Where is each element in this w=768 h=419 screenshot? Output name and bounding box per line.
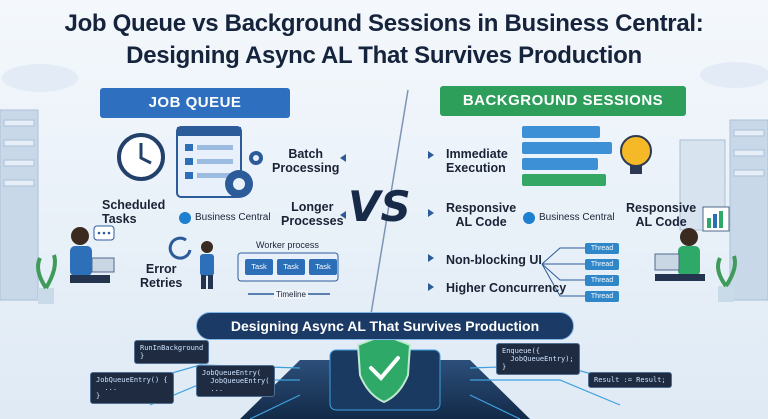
task-box-2: Task (277, 259, 305, 275)
pointer-concurrency (428, 283, 434, 291)
batch-list-icon (176, 126, 242, 198)
bottom-banner: Designing Async AL That Survives Product… (196, 312, 574, 340)
pointer-nonblocking (428, 254, 434, 262)
speech-bubble-icon (93, 225, 115, 241)
feature-immediate-execution: Immediate Execution (446, 147, 508, 175)
shield-check-icon (356, 333, 412, 404)
center-divider (369, 89, 409, 321)
cloud-left (2, 64, 78, 92)
person-with-laptop-right (654, 228, 705, 281)
feature-scheduled-tasks: Scheduled Tasks (102, 198, 166, 226)
business-central-logo-left (179, 212, 191, 224)
task-box-1: Task (245, 259, 273, 275)
code-snippet-1: RunInBackground } (134, 340, 210, 364)
worker-figure (200, 241, 214, 289)
pointer-responsive (428, 209, 434, 217)
background-sessions-banner: BACKGROUND SESSIONS (440, 86, 686, 116)
feature-higher-concurrency: Higher Concurrency (446, 281, 567, 295)
lightbulb-icon (620, 135, 652, 174)
page-title-line2: Designing Async AL That Survives Product… (126, 42, 642, 69)
thread-box-2: Thread (585, 259, 619, 270)
task-box-3: Task (309, 259, 337, 275)
thread-box-3: Thread (585, 275, 619, 286)
job-queue-banner: JOB QUEUE (100, 88, 290, 118)
code-snippet-5: Result := Result; (588, 372, 672, 388)
person-with-laptop-left (70, 227, 115, 283)
clock-icon (117, 133, 165, 181)
arrows-icon (522, 126, 612, 186)
retry-icon (168, 236, 192, 260)
feature-error-retries: Error Retries (140, 262, 183, 290)
thread-box-4: Thread (585, 291, 619, 302)
feature-responsive-al-left: Responsive AL Code (446, 201, 517, 229)
bc-label-right: Business Central (539, 212, 615, 223)
pointer-longer (340, 211, 346, 219)
page-title-line1: Job Queue vs Background Sessions in Busi… (64, 10, 704, 37)
bc-label-left: Business Central (195, 212, 271, 223)
worker-process-label: Worker process (256, 240, 319, 250)
gear-icon (225, 151, 263, 198)
code-snippet-4: Enqueue({ JobQueueEntry); } (496, 343, 580, 375)
business-central-logo-right (523, 212, 535, 224)
pointer-batch (340, 154, 346, 162)
cloud-right (700, 62, 768, 88)
plant-right (716, 255, 737, 302)
plant-left (36, 254, 57, 304)
code-snippet-2: JobQueueEntry( JobQueueEntry( ... (196, 365, 276, 397)
chart-icon (702, 206, 730, 232)
left-server-rack (0, 109, 39, 301)
feature-longer-processes: Longer Processes (281, 200, 344, 228)
vs-label: VS (348, 182, 411, 231)
code-snippet-3: JobQueueEntry() { ... } (90, 372, 174, 404)
thread-box-1: Thread (585, 243, 619, 254)
thread-lines (541, 247, 585, 297)
timeline-label: Timeline (274, 290, 308, 299)
feature-non-blocking-ui: Non-blocking UI (446, 253, 542, 267)
feature-batch-processing: Batch Processing (272, 147, 340, 175)
feature-responsive-al-right: Responsive AL Code (626, 201, 697, 229)
pointer-immediate (428, 151, 434, 159)
